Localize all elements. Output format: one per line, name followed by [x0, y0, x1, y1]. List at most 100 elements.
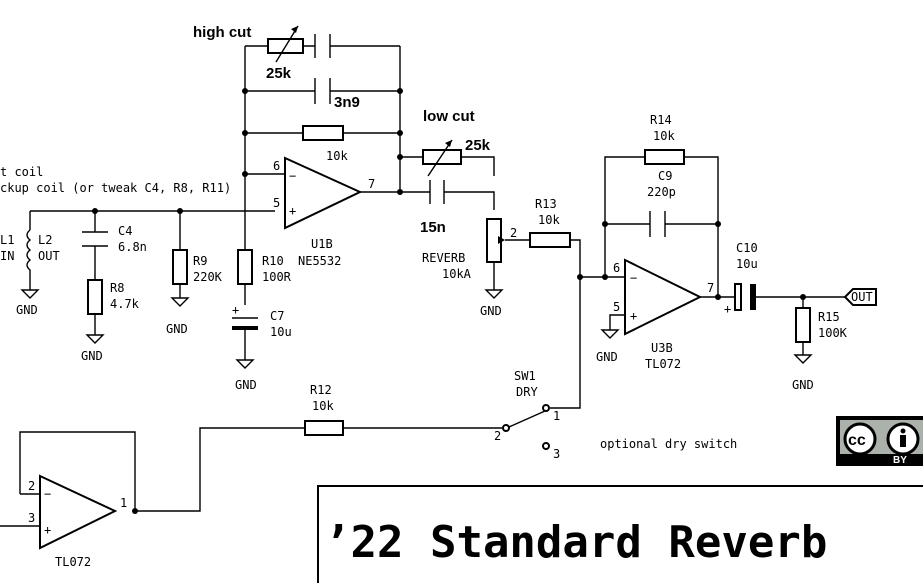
opamp-tl072-buffer: − + 2 3 1 TL072 — [28, 474, 127, 569]
resistor-r15: R15 100K — [795, 307, 848, 343]
reverb-value: 10kA — [442, 267, 472, 281]
u3-pin5: 5 — [613, 300, 620, 314]
by-label: BY — [893, 455, 907, 466]
u1-pin7: 7 — [368, 177, 375, 191]
c9-value: 220p — [647, 185, 676, 199]
high-cut-pot: high cut 25k — [193, 24, 331, 82]
c9-label: C9 — [658, 169, 672, 183]
page-title: ’22 Standard Reverb — [324, 517, 827, 568]
r15-value: 100K — [818, 326, 848, 340]
r10-label: R10 — [262, 254, 284, 268]
ground-symbols: GND GND GND GND GND GND GND — [16, 289, 814, 392]
l1-value: IN — [0, 249, 14, 263]
by-person-icon — [900, 428, 906, 434]
c7-value: 10u — [270, 325, 292, 339]
resistor-r14: R14 10k — [644, 113, 685, 165]
sw-pin1: 1 — [553, 409, 560, 423]
inductor-l1: L1 IN — [0, 229, 32, 290]
u3-part: TL072 — [645, 357, 681, 371]
sw1-value: DRY — [516, 385, 538, 399]
u1-pin5: 5 — [273, 196, 280, 210]
lc-cap-value: 15n — [420, 219, 446, 236]
gnd-label: GND — [480, 304, 502, 318]
tl072-label: TL072 — [55, 555, 91, 569]
u3-plus: + — [630, 309, 637, 323]
r8-label: R8 — [110, 281, 124, 295]
u1-plus: + — [289, 204, 296, 218]
u2-minus: − — [44, 487, 51, 501]
sw-pin3: 3 — [553, 447, 560, 461]
r10-value: 100R — [262, 270, 292, 284]
note-line2: ckup coil (or tweak C4, R8, R11) — [0, 181, 231, 195]
license-badge: cc BY — [836, 416, 923, 466]
pot-pin2: 2 — [510, 226, 517, 240]
wires — [0, 45, 845, 527]
gnd-label: GND — [596, 350, 618, 364]
resistor-r9: R9 220K — [172, 249, 223, 285]
u2-pin1: 1 — [120, 496, 127, 510]
c7-plus: + — [232, 303, 239, 317]
l1-label: L1 — [0, 233, 14, 247]
resistor-r10: R10 100R — [237, 249, 292, 285]
gnd-label: GND — [81, 349, 103, 363]
c4-label: C4 — [118, 224, 132, 238]
u1-pin6: 6 — [273, 159, 280, 173]
capacitor-c9: C9 220p — [647, 169, 676, 237]
low-cut-pot: low cut 25k — [422, 108, 491, 177]
r14-value: 10k — [653, 129, 675, 143]
title-block: ’22 Standard Reverb — [317, 485, 923, 583]
note-line1: t coil — [0, 165, 43, 179]
c10-plus: + — [724, 302, 731, 316]
u2-pin3: 3 — [28, 511, 35, 525]
u3-pin7: 7 — [707, 281, 714, 295]
switch-sw1: SW1 DRY 1 2 3 optional dry switch — [494, 369, 737, 461]
cc-icon: cc — [848, 432, 866, 449]
low-cut-label: low cut — [423, 108, 475, 125]
l2-value: OUT — [38, 249, 60, 263]
out-label: OUT — [851, 290, 873, 304]
c10-value: 10u — [736, 257, 758, 271]
r13-label: R13 — [535, 197, 557, 211]
gnd-label: GND — [16, 303, 38, 317]
optional-dry-note: optional dry switch — [600, 437, 737, 451]
gnd-label: GND — [235, 378, 257, 392]
gnd-label: GND — [792, 378, 814, 392]
resistor-r13: R13 10k — [529, 197, 571, 248]
out-port: OUT — [843, 288, 877, 306]
capacitor-3n9: 3n9 — [314, 78, 360, 111]
r9-value: 220K — [193, 270, 223, 284]
capacitor-15n: 15n — [420, 180, 446, 236]
capacitor-c7: + C7 10u — [232, 303, 292, 339]
capacitor-c4: C4 6.8n — [82, 224, 147, 254]
r13-value: 10k — [538, 213, 560, 227]
r11-value: 10k — [326, 149, 348, 163]
u1-minus: − — [289, 169, 296, 183]
sw-pin2: 2 — [494, 429, 501, 443]
resistor-r12: R12 10k — [304, 383, 344, 436]
reverb-pot: 2 REVERB 10kA — [422, 218, 517, 281]
opamp-u1b: − + 6 5 7 U1B NE5532 — [273, 156, 375, 268]
reverb-label: REVERB — [422, 251, 465, 265]
gnd-label: GND — [166, 322, 188, 336]
c10-label: C10 — [736, 241, 758, 255]
high-cut-value: 25k — [266, 65, 292, 82]
opamp-u3b: − + 6 5 7 U3B TL072 — [613, 258, 714, 371]
u3-label: U3B — [651, 341, 673, 355]
capacitor-c10: + C10 10u — [724, 241, 758, 316]
r14-label: R14 — [650, 113, 672, 127]
u2-pin2: 2 — [28, 479, 35, 493]
resistor-r8: R8 4.7k — [87, 279, 140, 315]
l2-label: L2 — [38, 233, 52, 247]
r8-value: 4.7k — [110, 297, 140, 311]
high-cut-label: high cut — [193, 24, 251, 41]
low-cut-value: 25k — [465, 137, 491, 154]
u3-minus: − — [630, 271, 637, 285]
u2-plus: + — [44, 523, 51, 537]
junction-dots — [92, 88, 806, 514]
sw1-label: SW1 — [514, 369, 536, 383]
c4-value: 6.8n — [118, 240, 147, 254]
u1-label: U1B — [311, 237, 333, 251]
c7-label: C7 — [270, 309, 284, 323]
u1-part: NE5532 — [298, 254, 341, 268]
